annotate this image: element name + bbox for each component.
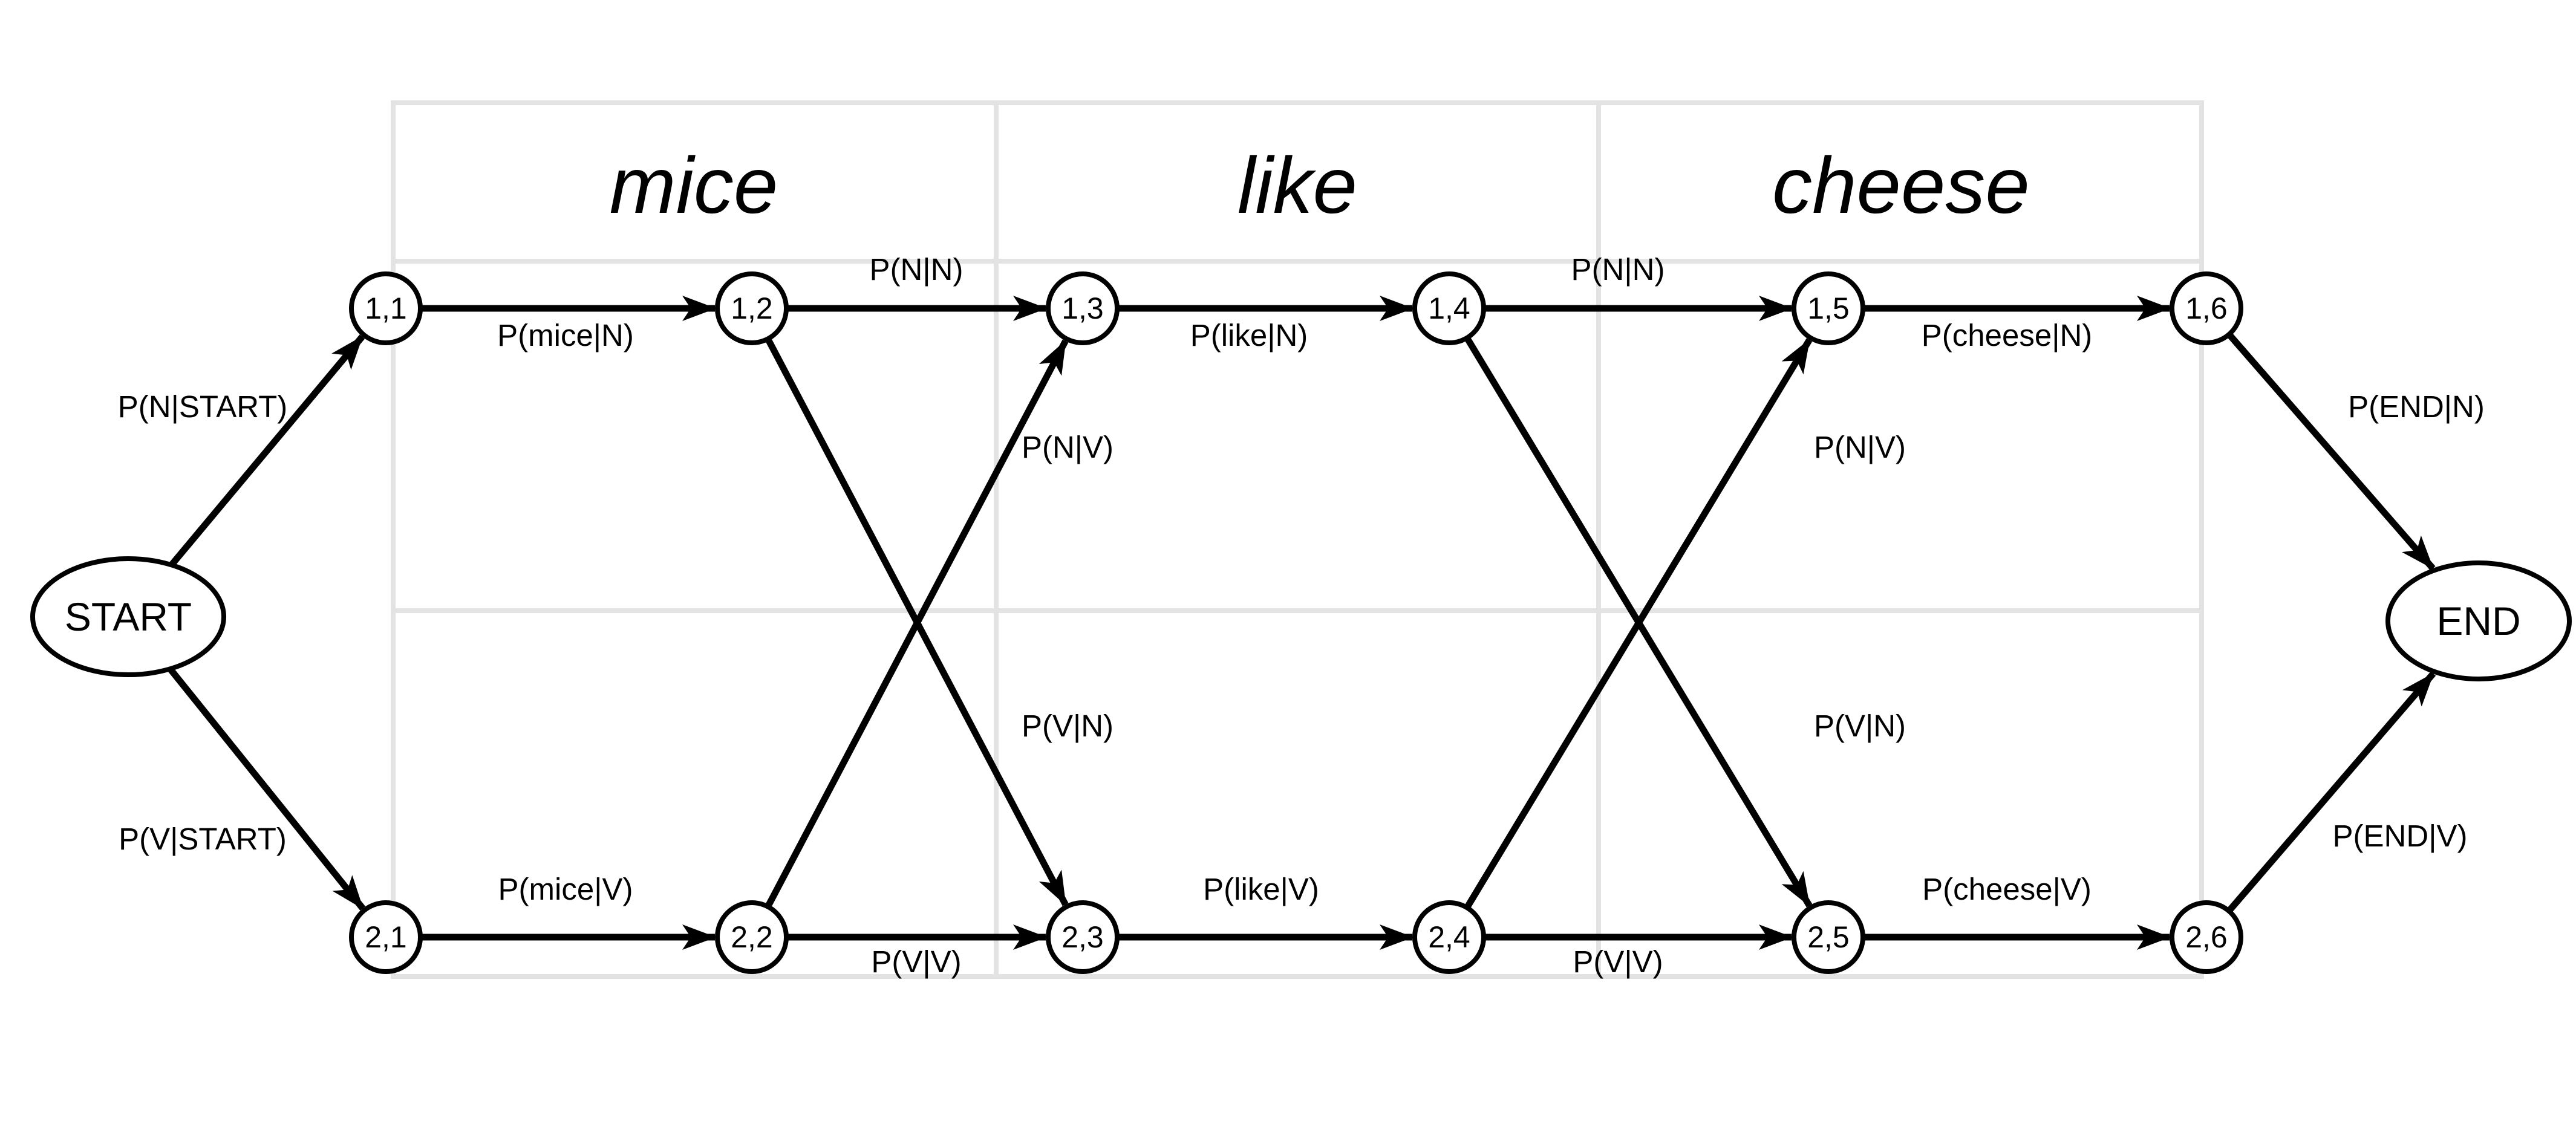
word-headers: mice like cheese — [610, 141, 2030, 230]
end-node: END — [2385, 560, 2572, 681]
edge-labels: P(N|START) P(V|START) P(mice|N) P(mice|V) P(… — [118, 252, 2485, 979]
state-node-circle — [1412, 271, 1486, 345]
state-node-circle — [1792, 900, 1865, 974]
transition-probability-label: P(like|N) — [1190, 318, 1308, 352]
state-node-label: 2,3 — [1061, 920, 1104, 954]
transition-probability-label: P(N|N) — [870, 252, 964, 287]
state-node-2-6: 2,6 — [2170, 900, 2243, 974]
transition-arrow — [1464, 336, 1813, 908]
word-header: like — [1237, 141, 1357, 230]
transition-probability-label: P(N|START) — [118, 389, 288, 424]
transition-probability-label: P(mice|N) — [497, 318, 634, 352]
transition-arrow — [2226, 332, 2436, 571]
state-node-2-2: 2,2 — [715, 900, 789, 974]
state-node-label: 2,5 — [1807, 920, 1850, 954]
state-node-label: 1,2 — [731, 291, 773, 325]
transition-probability-label: P(V|V) — [871, 944, 961, 979]
state-node-1-5: 1,5 — [1792, 271, 1865, 345]
transition-arrow — [765, 337, 1069, 906]
state-node-label: 1,6 — [2185, 291, 2228, 325]
state-node-1-4: 1,4 — [1412, 271, 1486, 345]
start-node-label: START — [65, 594, 192, 639]
state-node-label: 1,1 — [365, 291, 407, 325]
transition-arrow — [2226, 671, 2436, 914]
transition-probability-label: P(N|V) — [1022, 430, 1114, 464]
state-node-1-1: 1,1 — [349, 271, 423, 345]
transition-arrow — [168, 666, 366, 911]
state-node-circle — [715, 900, 789, 974]
nodes: START END 1,1 1,2 1,3 1,4 1,5 1,6 2,1 2,2 2,3 2,4… — [30, 271, 2572, 974]
word-header: cheese — [1772, 141, 2030, 230]
word-header: mice — [610, 141, 778, 230]
state-node-1-2: 1,2 — [715, 271, 789, 345]
transition-probability-label: P(N|V) — [1814, 430, 1906, 464]
state-node-1-3: 1,3 — [1046, 271, 1120, 345]
end-node-label: END — [2436, 599, 2520, 643]
state-node-2-1: 2,1 — [349, 900, 423, 974]
transition-probability-label: P(V|N) — [1814, 709, 1906, 743]
state-node-label: 1,5 — [1807, 291, 1850, 325]
transition-probability-label: P(V|START) — [119, 822, 287, 856]
transition-probability-label: P(END|V) — [2333, 819, 2468, 853]
state-node-2-3: 2,3 — [1046, 900, 1120, 974]
state-node-circle — [715, 271, 789, 345]
word-grid — [391, 100, 2204, 979]
state-node-circle — [1412, 900, 1486, 974]
state-node-label: 2,6 — [2185, 920, 2228, 954]
edges — [168, 296, 2436, 950]
transition-probability-label: P(cheese|N) — [1922, 318, 2093, 352]
state-node-circle — [2170, 900, 2243, 974]
state-node-2-5: 2,5 — [1792, 900, 1865, 974]
state-node-circle — [349, 271, 423, 345]
transition-probability-label: P(V|V) — [1573, 944, 1663, 979]
state-node-circle — [1046, 271, 1120, 345]
transition-probability-label: P(cheese|V) — [1922, 872, 2092, 906]
state-node-label: 2,2 — [731, 920, 773, 954]
state-node-label: 1,3 — [1061, 291, 1104, 325]
transition-arrow — [169, 334, 365, 567]
state-node-circle — [349, 900, 423, 974]
state-node-2-4: 2,4 — [1412, 900, 1486, 974]
state-node-1-6: 1,6 — [2170, 271, 2243, 345]
transition-probability-label: P(like|V) — [1203, 872, 1319, 906]
transition-probability-label: P(N|N) — [1571, 252, 1665, 287]
transition-probability-label: P(mice|V) — [498, 872, 633, 906]
state-node-circle — [1792, 271, 1865, 345]
transition-probability-label: P(V|N) — [1022, 709, 1114, 743]
grid-outline — [391, 100, 2204, 979]
start-node: START — [30, 556, 226, 677]
state-node-label: 2,4 — [1428, 920, 1470, 954]
transition-probability-label: P(END|N) — [2348, 389, 2485, 424]
state-node-label: 2,1 — [365, 920, 407, 954]
state-node-circle — [1046, 900, 1120, 974]
state-node-circle — [2170, 271, 2243, 345]
state-node-label: 1,4 — [1428, 291, 1470, 325]
